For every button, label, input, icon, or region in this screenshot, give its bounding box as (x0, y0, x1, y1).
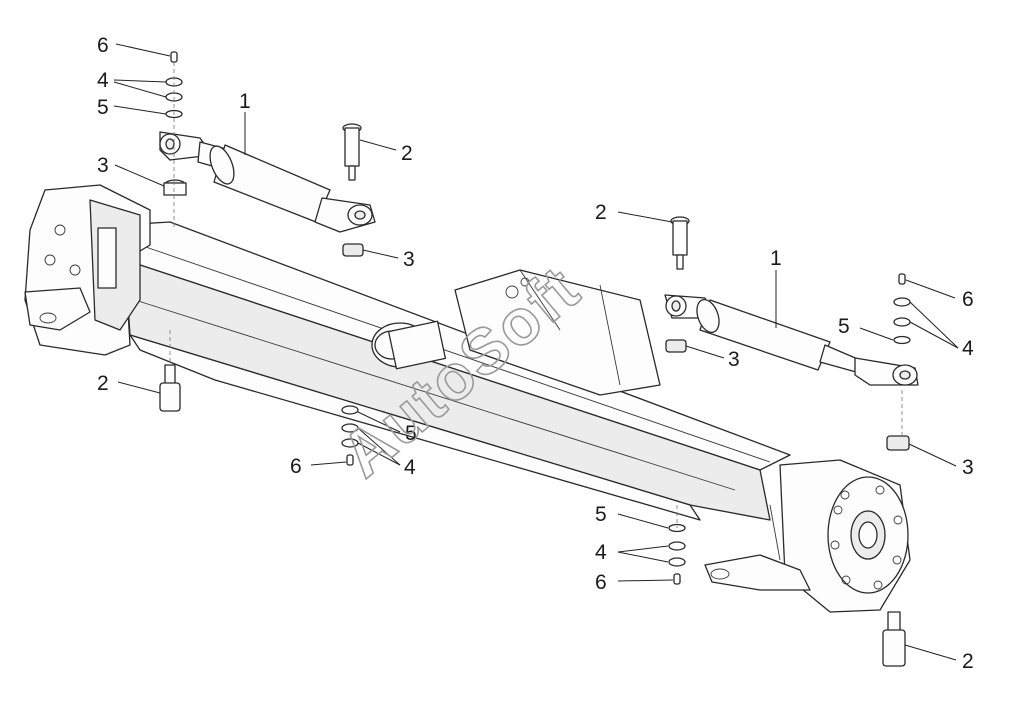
callout-label: 6 (962, 288, 974, 311)
callout-label: 5 (405, 422, 417, 445)
leader-lines (113, 43, 959, 661)
callout-label: 3 (728, 348, 740, 371)
callout-label: 6 (97, 34, 109, 57)
callout-label: 4 (404, 456, 416, 479)
callout-label: 1 (770, 247, 782, 270)
callout-label: 6 (595, 571, 607, 594)
small-parts (159, 51, 911, 667)
callout-labels: 6 4 5 1 2 3 3 2 5 6 4 2 1 6 5 4 3 3 5 4 … (97, 34, 974, 673)
callout-label: 2 (97, 372, 109, 395)
callout-label: 3 (403, 248, 415, 271)
callout-label: 2 (595, 201, 607, 224)
callout-label: 5 (838, 315, 850, 338)
axle-beam (24, 184, 911, 613)
callout-label: 1 (239, 90, 251, 113)
callout-label: 2 (962, 650, 974, 673)
callout-label: 4 (97, 69, 109, 92)
steering-cylinder-right (664, 294, 919, 386)
callout-label: 3 (97, 154, 109, 177)
callout-label: 3 (962, 456, 974, 479)
callout-label: 5 (595, 503, 607, 526)
callout-label: 4 (962, 337, 974, 360)
callout-label: 4 (595, 541, 607, 564)
callout-label: 6 (290, 455, 302, 478)
steering-cylinder-left (159, 131, 376, 233)
callout-label: 5 (97, 96, 109, 119)
callout-label: 2 (401, 142, 413, 165)
